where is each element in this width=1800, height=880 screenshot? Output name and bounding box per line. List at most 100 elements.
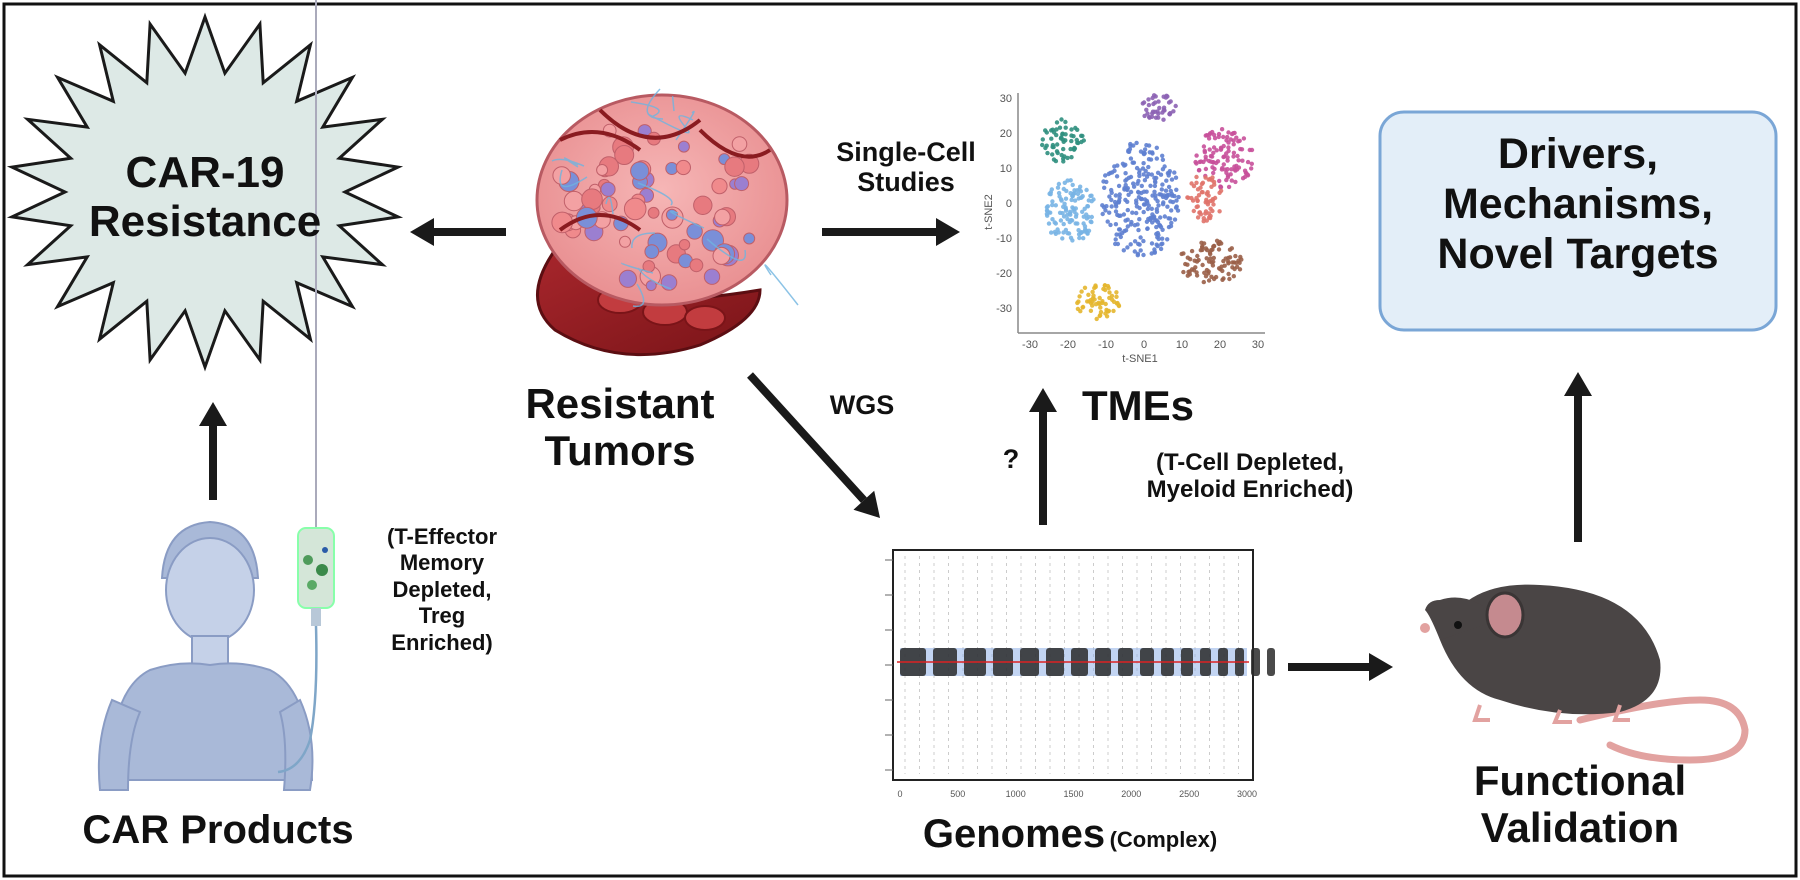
tsne-point [1196,168,1202,173]
tsne-point [1114,301,1120,306]
tsne-point [1198,185,1203,190]
tsne-point [1054,120,1060,125]
tsne-point [1040,137,1046,142]
iv-cell [316,564,328,576]
tsne-point [1174,198,1179,203]
tsne-point [1225,175,1231,180]
tsne-point [1137,173,1142,179]
tsne-point [1160,182,1165,187]
tsne-point [1040,142,1045,148]
genome-x-tick: 0 [897,789,902,799]
tsne-point [1151,101,1156,107]
stroma-fiber [605,196,614,215]
tsne-clusters [1040,93,1255,322]
tumor-cell [714,208,731,226]
tsne-point [1061,204,1066,209]
tsne-point [1055,142,1060,147]
tsne-x-tick: -10 [1098,339,1114,351]
tsne-point [1160,241,1165,246]
resistance-burst-shape [6,12,404,372]
tsne-point [1121,248,1127,253]
tsne-point [1220,277,1225,282]
drivers-line2: Mechanisms, [1442,179,1714,228]
tsne-point [1098,305,1103,310]
tsne-point [1172,170,1177,175]
tumor-cell [618,269,638,288]
tsne-point [1198,212,1204,217]
tsne-point [1229,167,1234,172]
drivers-line3: Novel Targets [1437,229,1719,278]
tsne-point [1063,227,1069,233]
tsne-y-tick: -10 [996,233,1012,245]
genome-x-tick: 1000 [1006,789,1026,799]
tsne-point [1156,115,1161,120]
tsne-point [1045,213,1050,218]
tsne-point [1076,196,1081,201]
tsne-x-tick: -20 [1060,339,1076,351]
tumor-cell [678,239,691,251]
tsne-point [1120,230,1125,236]
tsne-point [1103,287,1108,293]
stroma-fiber [637,182,673,206]
tsne-point [1236,165,1242,170]
tsne-point [1148,183,1153,188]
tsne-point [1136,190,1142,195]
tsne-point [1098,309,1104,315]
tsne-point [1113,241,1118,247]
tsne-point [1200,262,1205,268]
tsne-point [1071,134,1076,139]
tumor-cell [731,136,748,152]
tsne-point [1056,190,1062,196]
genome-x-tick: 2000 [1121,789,1141,799]
tsne-y-tick: 0 [1006,198,1012,210]
tsne-point [1100,203,1105,208]
tsne-point [1209,154,1215,159]
resistant-tumors-label: Resistant Tumors [525,380,714,474]
tsne-point [1141,252,1146,258]
tsne-point [1141,238,1146,244]
tumor-cell [563,190,585,212]
tsne-point [1145,226,1150,231]
mouse-ear [1485,591,1525,639]
genomes-label: Genomes (Complex) [923,812,1217,857]
tsne-point [1060,137,1066,142]
tsne-point [1073,214,1079,219]
car-note-line3: Depleted, [392,576,492,602]
tsne-point [1203,175,1208,180]
tsne-point [1126,149,1131,154]
tsne-point [1049,136,1054,141]
tsne-point [1045,204,1051,209]
tsne-point [1112,199,1118,205]
tsne-point [1132,249,1138,254]
tsne-point [1050,127,1055,132]
tumor-cell [619,235,631,248]
tsne-point [1147,150,1153,155]
tsne-point [1115,163,1120,168]
tsne-point [1235,153,1240,159]
tsne-point [1193,159,1198,165]
tsne-point [1157,223,1163,228]
tsne-point [1082,224,1088,229]
genome-x-tick: 2500 [1179,789,1199,799]
tmes-note-line1: (T-Cell Depleted, [1155,449,1345,476]
tsne-point [1106,285,1111,291]
tsne-point [1168,223,1174,229]
patient-right-arm [278,698,314,791]
tsne-point [1086,198,1092,203]
tsne-point [1072,188,1077,193]
tsne-y-tick: 20 [1000,128,1012,140]
patient-head [165,537,255,643]
mouse-illustration [1420,584,1749,764]
tumor-cell [644,244,660,260]
mouse-head [1425,597,1500,640]
tsne-point [1225,134,1230,140]
tsne-point [1050,217,1055,222]
tsne-point [1202,150,1208,155]
tsne-point [1249,161,1255,166]
tsne-point [1170,199,1176,205]
tsne-point [1146,114,1152,120]
patient-neck [191,635,229,667]
genomes-subtitle: (Complex) [1109,827,1218,852]
tsne-point [1153,193,1158,198]
tmes-note-line2: Myeloid Enriched) [1146,475,1354,503]
